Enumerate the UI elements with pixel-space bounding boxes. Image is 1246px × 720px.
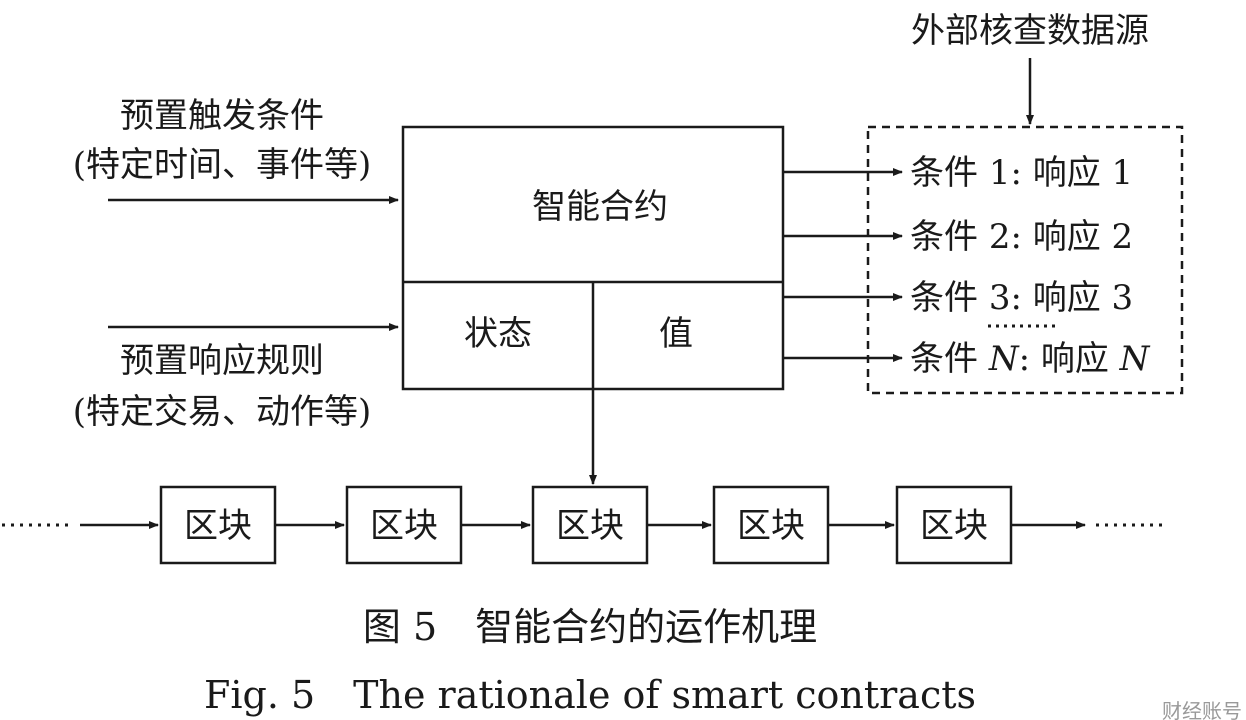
response-rule-label-line2: (特定交易、动作等) — [73, 392, 372, 432]
caption-en: Fig. 5 The rationale of smart contracts — [204, 673, 976, 717]
state-label: 状态 — [464, 314, 532, 354]
block-label-2: 区块 — [370, 506, 438, 546]
smart-contract-title: 智能合约 — [532, 187, 668, 227]
block-label-1: 区块 — [184, 506, 252, 546]
conditions-box — [866, 125, 1184, 395]
block-label-5: 区块 — [920, 506, 988, 546]
block-label-4: 区块 — [737, 506, 805, 546]
condition-item-3: 条件 3: 响应 3 — [910, 278, 1133, 318]
caption-zh: 图 5 智能合约的运作机理 — [363, 605, 817, 649]
watermark-text: 财经账号 — [1162, 699, 1242, 720]
block-label-3: 区块 — [556, 506, 624, 546]
external-source-label: 外部核查数据源 — [911, 11, 1149, 51]
trigger-label-line2: (特定时间、事件等) — [73, 145, 372, 185]
condition-item-1: 条件 1: 响应 1 — [910, 153, 1133, 193]
condition-item-n: 条件 N: 响应 N — [910, 339, 1151, 379]
value-label: 值 — [659, 314, 693, 354]
trigger-label-line1: 预置触发条件 — [120, 96, 324, 136]
response-rule-label-line1: 预置响应规则 — [120, 341, 324, 381]
condition-item-2: 条件 2: 响应 2 — [910, 217, 1133, 257]
